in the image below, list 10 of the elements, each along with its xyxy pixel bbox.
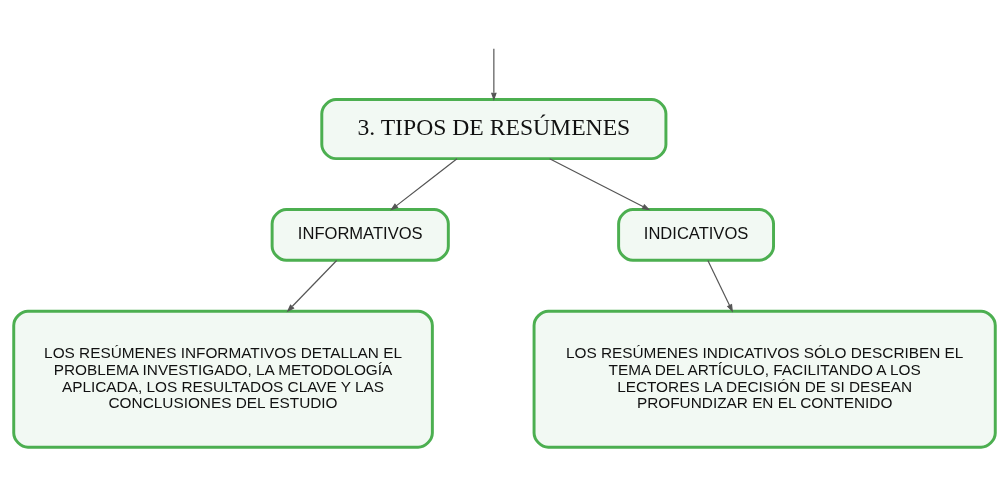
arrow xyxy=(548,157,650,210)
arrow xyxy=(706,259,733,313)
arrow xyxy=(490,47,497,101)
arrow xyxy=(286,259,337,312)
node-box: INFORMATIVOS xyxy=(270,207,450,262)
node-box: 3. TIPOS DE RESÚMENES xyxy=(319,97,667,160)
node-box: LOS RESÚMENES INFORMATIVOS DETALLAN EL PROBLEMA INVESTIGADO, LA METODOLOGÍA APLICADA, LOS RESULTADOS CLAVE Y LAS CONCLUSIONES DEL ESTUDIO xyxy=(11,309,434,449)
arrow xyxy=(389,157,458,211)
node-box: LOS RESÚMENES INDICATIVOS SÓLO DESCRIBEN EL TEMA DEL ARTÍCULO, FACILITANDO A LOS LECTORES LA DECISIÓN DE SI DESEAN PROFUNDIZAR EN EL CONTENIDO xyxy=(532,309,997,449)
node-box: INDICATIVOS xyxy=(616,207,775,262)
